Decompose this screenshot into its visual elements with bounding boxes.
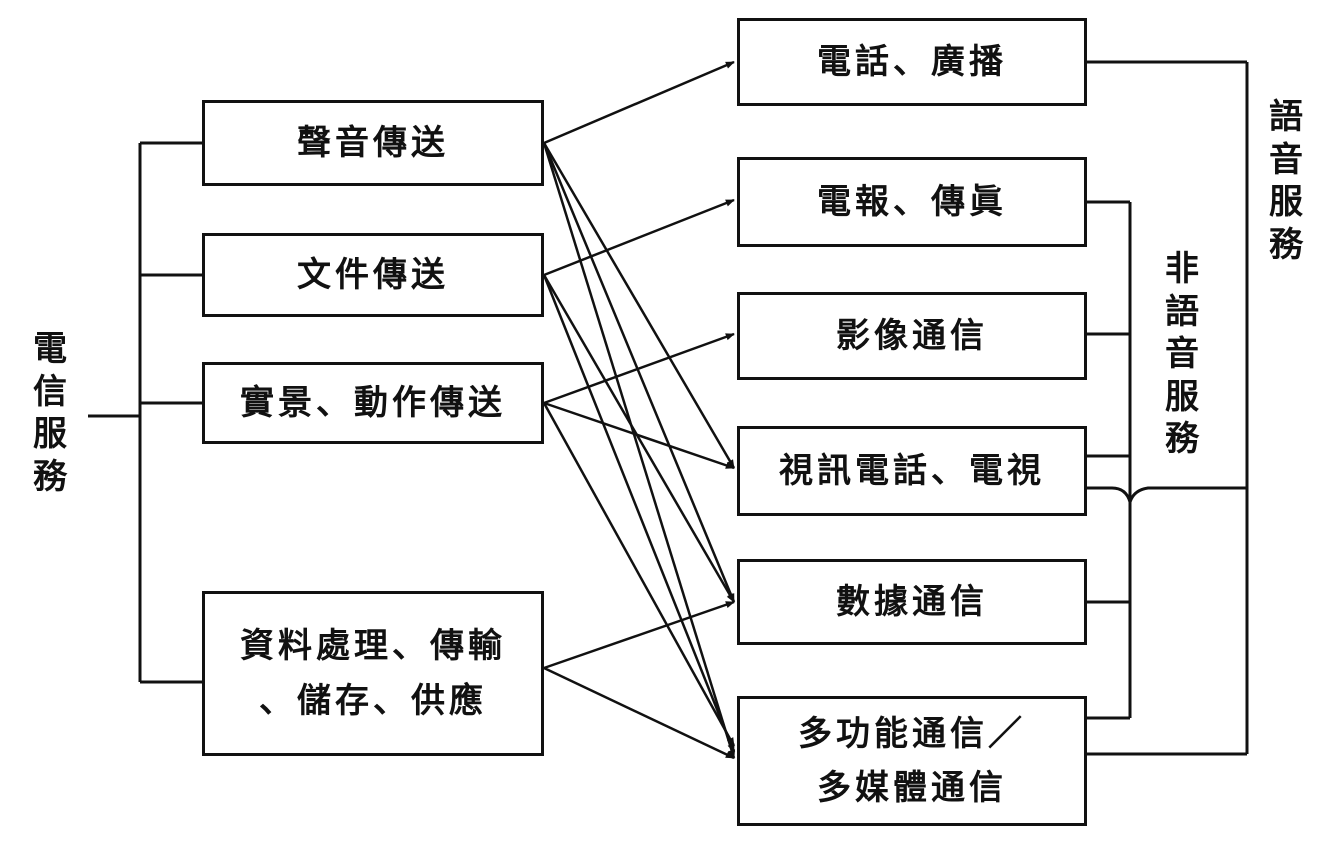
target-label-datacomm: 數據通信 — [836, 581, 988, 622]
arrow-data-to-multi — [543, 666, 735, 760]
target-label-phone: 電話、廣播 — [817, 41, 1007, 82]
nonvoice-service-label: 非語音服務 — [1165, 249, 1199, 459]
arrow-voice-to-video — [542, 142, 736, 469]
arrow-scene-to-image — [543, 332, 735, 405]
source-label-scene: 實景、動作傳送 — [240, 382, 506, 423]
source-box-voice: 聲音傳送 — [202, 100, 544, 186]
target-box-phone: 電話、廣播 — [737, 18, 1087, 106]
target-label-multimedia-line-2: 多媒體通信 — [817, 768, 1007, 808]
arrow-doc-to-multi — [542, 274, 736, 753]
arrow-scene-to-multi — [542, 402, 736, 747]
target-label-image: 影像通信 — [836, 315, 988, 356]
arrow-voice-to-phone — [543, 60, 735, 145]
source-box-scene: 實景、動作傳送 — [202, 362, 544, 444]
source-label-data-line-1: 資料處理、傳輸 — [240, 626, 506, 667]
source-box-document: 文件傳送 — [202, 233, 544, 317]
arrow-data-to-datacomm — [543, 600, 735, 670]
arrow-voice-to-multi — [542, 142, 736, 759]
target-label-multimedia-line-1: 多功能通信／ — [798, 713, 1026, 754]
source-label-voice: 聲音傳送 — [297, 122, 449, 163]
target-box-multimedia: 多功能通信／ 多媒體通信 — [737, 696, 1087, 826]
arrow-scene-to-video — [543, 401, 735, 470]
source-label-data-line-2: 、儲存、供應 — [259, 680, 487, 721]
target-box-video: 視訊電話、電視 — [737, 426, 1087, 516]
target-box-image: 影像通信 — [737, 292, 1087, 380]
voice-service-label: 語音服務 — [1269, 97, 1303, 265]
target-box-telegram: 電報、傳眞 — [737, 157, 1087, 247]
arrow-doc-to-telegram — [543, 198, 735, 277]
target-label-video: 視訊電話、電視 — [779, 450, 1045, 491]
arrow-doc-to-datacomm — [542, 274, 736, 603]
target-label-telegram: 電報、傳眞 — [817, 181, 1007, 222]
source-label-document: 文件傳送 — [297, 254, 449, 295]
source-box-data: 資料處理、傳輸 、儲存、供應 — [202, 591, 544, 756]
root-label: 電信服務 — [33, 329, 67, 497]
target-box-datacomm: 數據通信 — [737, 559, 1087, 645]
arrow-voice-to-datacomm — [542, 142, 736, 603]
